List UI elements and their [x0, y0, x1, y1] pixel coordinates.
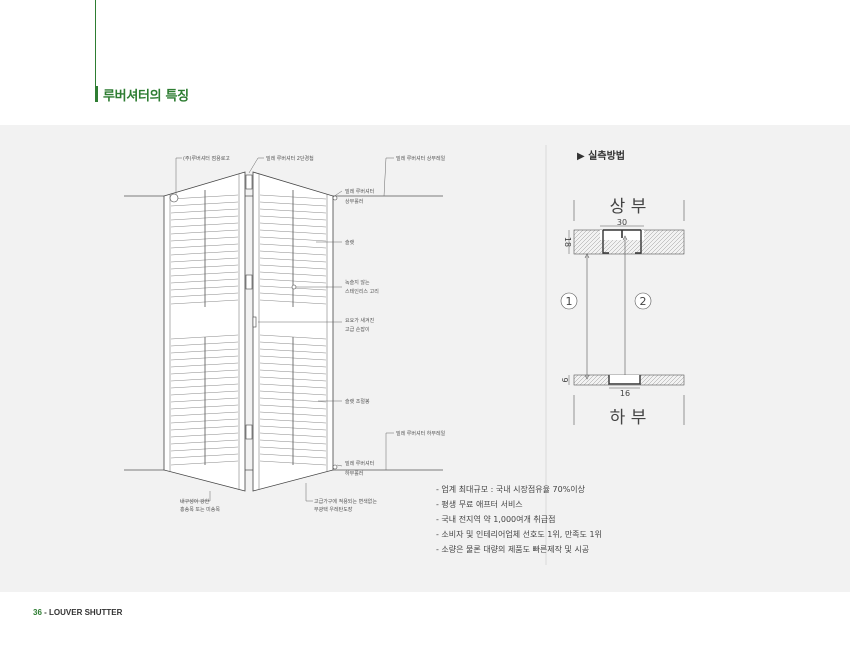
slat [170, 355, 239, 361]
slat [170, 383, 239, 389]
handle [252, 316, 257, 328]
slat [170, 222, 239, 228]
callout-wood-2: 홍송목 또는 미송목 [180, 506, 220, 513]
marker-1 [560, 292, 578, 310]
bottom-roller [332, 464, 338, 470]
slat [170, 425, 239, 431]
slat [170, 460, 239, 466]
slat [170, 250, 239, 256]
callout-coating-1: 고급가구에 적용되는 변색없는 [314, 498, 377, 505]
slat [170, 334, 239, 340]
louver-shutter-diagram: (주)루버셔터 점용로고 밀레 루버셔터 2단경첩 밀레 루버셔터 상부레일 밀… [124, 145, 685, 565]
slat [170, 229, 239, 235]
slat [170, 411, 239, 417]
callout-bottom-roller-2: 하부롤러 [345, 470, 363, 477]
callout-top-roller-2: 상부롤러 [345, 198, 363, 205]
slat [170, 278, 239, 284]
slat [170, 404, 239, 410]
slat [170, 271, 239, 277]
footer-label: - LOUVER SHUTTER [41, 608, 123, 617]
slat [170, 439, 239, 445]
callout-coating-2: 무광택 우레탄도장 [314, 506, 353, 513]
slat [170, 348, 239, 354]
slat [170, 299, 239, 305]
callout-top-rail: 밀레 루버셔터 상부레일 [396, 155, 446, 162]
logo-mark [169, 193, 179, 203]
callout-ring-1: 녹슬지 않는 [345, 279, 370, 286]
slat [170, 236, 239, 242]
hinge-top [245, 174, 253, 190]
slat [170, 362, 239, 368]
callout-ring-2: 스테인리스 고리 [345, 288, 379, 295]
callout-logo: (주)루버셔터 점용로고 [183, 155, 230, 162]
slat [170, 341, 239, 347]
callout-bottom-rail: 밀레 루버셔터 하부레일 [396, 430, 446, 437]
slat [170, 369, 239, 375]
slat [170, 243, 239, 249]
feature-item: - 소량은 물론 대량의 제품도 빠른제작 및 시공 [436, 545, 590, 554]
slat [170, 292, 239, 298]
label-top: 상 부 [610, 197, 647, 217]
label-bottom: 하 부 [610, 408, 647, 428]
callout-hinge: 밀레 루버셔터 2단경첩 [266, 155, 314, 162]
feature-item: - 평생 무료 애프터 서비스 [436, 500, 523, 509]
header-accent-line [95, 0, 96, 100]
bottom-rail-profile [608, 375, 641, 385]
marker-1-label: 1 [566, 295, 573, 308]
installation-title: ▶ 실측방법 [577, 151, 625, 162]
slat [170, 453, 239, 459]
slat [170, 215, 239, 221]
slat [170, 446, 239, 452]
slat [170, 208, 239, 214]
dim-bottom-height: 9 [560, 377, 569, 382]
slat [170, 390, 239, 396]
slat [170, 285, 239, 291]
footer: 36 - LOUVER SHUTTER [33, 608, 122, 617]
section-title: 루버셔터의 특징 [103, 89, 189, 104]
feature-item: - 국내 전지역 약 1,000여개 취급점 [436, 515, 556, 524]
callout-handle-2: 고급 손잡이 [345, 326, 370, 333]
slat [170, 194, 239, 200]
dim-bottom-width: 16 [620, 389, 630, 398]
slat [170, 432, 239, 438]
callout-tilt-rod: 슬랫 조절봉 [345, 398, 370, 405]
slat [170, 201, 239, 207]
slat [170, 397, 239, 403]
feature-list: - 업계 최대규모 : 국내 시장점유율 70%이상 - 평생 무료 애프터 서… [436, 482, 602, 557]
hinge-bottom [245, 424, 253, 440]
slat [170, 264, 239, 270]
hinge-middle [245, 274, 253, 290]
slat [170, 376, 239, 382]
marker-2-label: 2 [640, 295, 647, 308]
callout-wood-1: 내구성이 강한 [180, 498, 210, 505]
callout-bottom-roller-1: 밀레 루버셔터 [345, 460, 374, 467]
callout-slat: 슬랫 [345, 239, 355, 246]
top-roller [332, 195, 338, 201]
slat [170, 257, 239, 263]
slat [170, 418, 239, 424]
stainless-ring [291, 284, 297, 290]
callout-handle-1: 요요가 새겨진 [345, 317, 375, 324]
page-number: 36 [33, 608, 42, 617]
marker-2 [634, 292, 652, 310]
feature-item: - 소비자 및 인테리어업체 선호도 1위, 만족도 1위 [436, 530, 602, 539]
dim-top-width: 30 [617, 218, 627, 227]
feature-panel: (주)루버셔터 점용로고 밀레 루버셔터 2단경첩 밀레 루버셔터 상부레일 밀… [0, 125, 850, 592]
feature-item: - 업계 최대규모 : 국내 시장점유율 70%이상 [436, 485, 586, 494]
dim-top-height: 18 [563, 237, 572, 247]
title-accent-bar [95, 86, 98, 102]
callout-top-roller-1: 밀레 루버셔터 [345, 188, 374, 195]
